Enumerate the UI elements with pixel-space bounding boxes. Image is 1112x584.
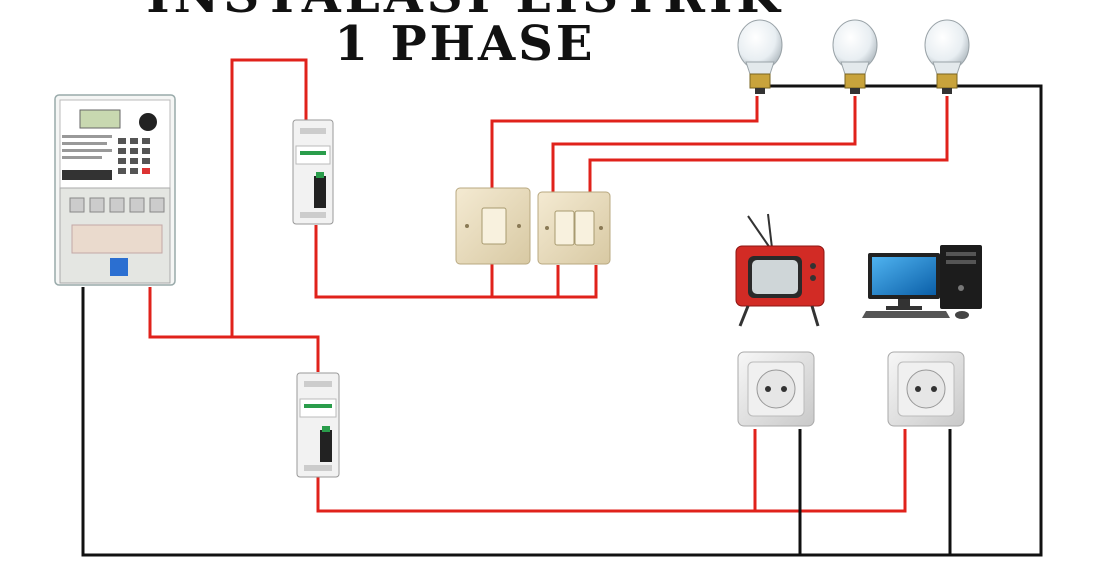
phase-wire-mcb-to-sockets (316, 429, 907, 513)
lamp-2 (832, 19, 878, 94)
phase-wire-mcb-to-switches (314, 225, 598, 299)
lamp-3 (924, 19, 970, 94)
wire-switch2a-to-lamp2 (551, 96, 857, 195)
phase-wires (148, 58, 949, 513)
phase-wire-meter-to-mcb (148, 287, 320, 372)
phase-wire-to-top-mcb (230, 58, 308, 337)
title-line-1: INSTALASI LISTRIK (140, 0, 790, 20)
double-switch (537, 191, 611, 265)
kwh-meter (54, 94, 176, 286)
wall-socket-1 (737, 351, 815, 427)
wire-switch2b-to-lamp3 (588, 96, 949, 195)
neutral-wire-main (81, 84, 1043, 557)
mcb-bottom (296, 372, 340, 478)
title-line-2: 1 PHASE (334, 16, 596, 72)
neutral-wires (81, 84, 1043, 557)
wire-switch1-to-lamp1 (490, 96, 759, 190)
meter-keypad (118, 138, 150, 174)
wall-socket-2 (887, 351, 965, 427)
computer-icon (862, 245, 982, 319)
single-switch (455, 187, 531, 265)
lamp-1 (737, 19, 783, 94)
tv-icon (735, 213, 825, 327)
mcb-top (292, 119, 334, 225)
